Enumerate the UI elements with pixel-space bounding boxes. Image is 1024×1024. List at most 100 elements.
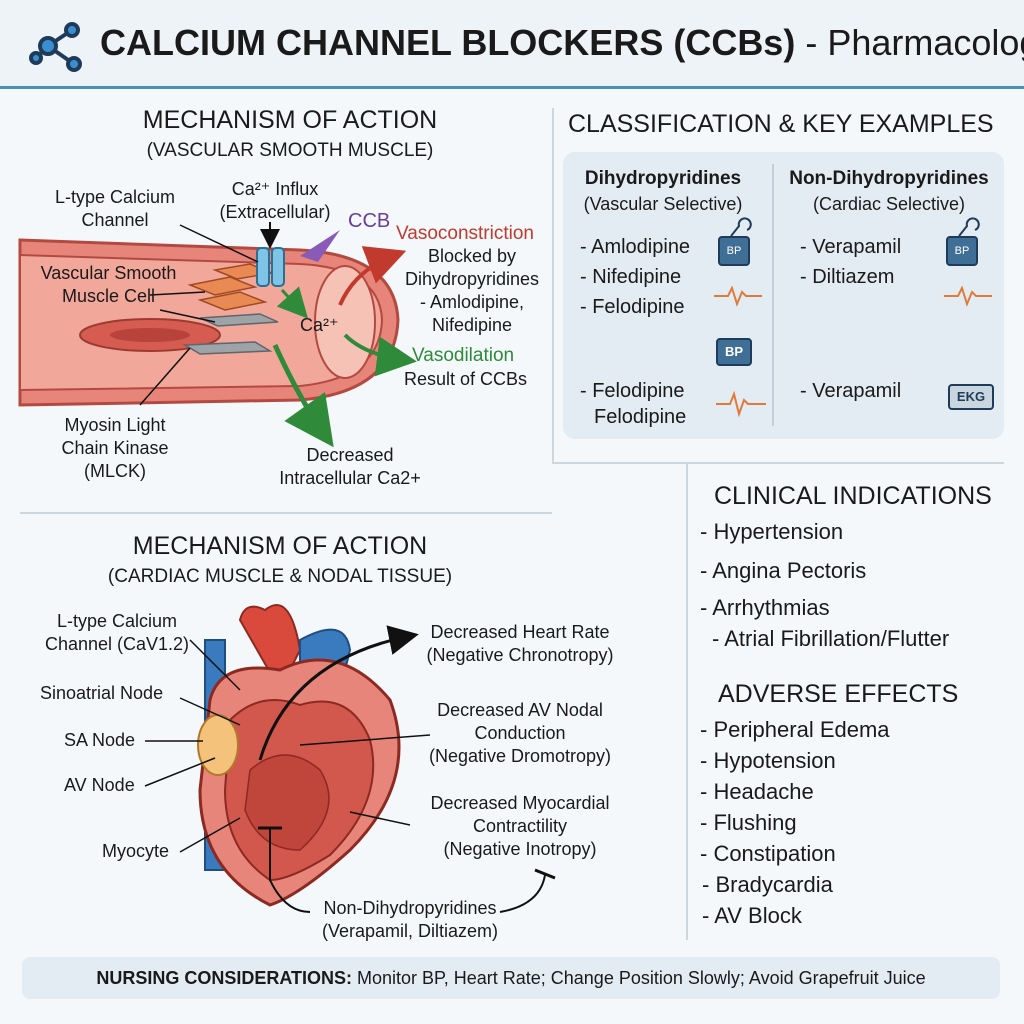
indication-item: - Angina Pectoris — [700, 558, 867, 583]
sinoatrial-leader — [179, 697, 241, 726]
divider-vertical-bottom — [686, 462, 688, 940]
heartbeat-icon — [716, 390, 766, 418]
av-node-leader — [144, 757, 216, 787]
indication-item: - Hypertension — [700, 519, 844, 544]
av-conduction-label: Decreased AV Nodal Conduction (Negative … — [428, 700, 612, 766]
ndhp-arc — [499, 874, 546, 913]
mlck-label: Myosin Light Chain Kinase (MLCK) — [61, 415, 169, 481]
heartbeat-icon — [944, 285, 992, 307]
indication-item: - Arrhythmias — [700, 595, 830, 620]
classification-heading: CLASSIFICATION & KEY EXAMPLES — [568, 110, 994, 138]
divider-horizontal-left — [20, 512, 552, 514]
heart-illustration — [197, 604, 401, 907]
av-node-label: AV Node — [64, 775, 135, 795]
ndhp-item: - Verapamil — [800, 236, 902, 258]
vsm-leader-2 — [159, 309, 216, 323]
classification-card — [563, 152, 1004, 439]
bp-monitor-icon: BP — [946, 236, 978, 266]
adverse-item: - Bradycardia — [702, 872, 833, 897]
classification-divider — [772, 164, 774, 426]
ndhp-list: - Verapamil - Diltiazem — [800, 232, 901, 292]
cardiac-l-type-label: L-type Calcium Channel (CaV1.2) — [44, 611, 190, 654]
dhp-subtitle: (Vascular Selective) — [583, 194, 743, 214]
vascular-heading: MECHANISM OF ACTION — [142, 106, 438, 134]
nursing-considerations-bar: NURSING CONSIDERATIONS: Monitor BP, Hear… — [22, 957, 1000, 999]
indication-item: - Atrial Fibrillation/Flutter — [712, 626, 950, 651]
vasodilation-arrow — [343, 333, 417, 377]
vasoconstriction-arrow — [338, 246, 407, 306]
page-title: CALCIUM CHANNEL BLOCKERS (CCBs) - Pharma… — [100, 22, 1024, 63]
ca-entry-arrow — [276, 286, 309, 319]
vsm-leader — [149, 291, 206, 296]
ndhp-bracket — [269, 828, 311, 913]
contractility-leader — [349, 811, 411, 826]
vasodilation-label: Vasodilation — [412, 345, 515, 366]
adverse-item: - Constipation — [700, 841, 836, 866]
adverse-item: - Headache — [700, 779, 814, 804]
vasoconstriction-label: Vasoconstriction — [396, 223, 534, 244]
influx-label: Ca²⁺ Influx (Extracellular) — [219, 179, 331, 222]
ndhp-item: - Diltiazem — [800, 266, 895, 288]
blocked-label: Blocked by Dihydropyridines - Amlodipine… — [404, 246, 540, 335]
ccb-wedge-icon — [300, 230, 340, 262]
dhp-list: - Amlodipine - Nifedipine - Felodipine — [580, 232, 690, 322]
divider-horizontal-right — [552, 462, 1004, 464]
av-conduction-leader — [299, 734, 431, 746]
inhibit-bar — [534, 868, 556, 880]
myocyte-leader — [179, 817, 241, 853]
ndhp-item: - Verapamil — [800, 380, 902, 402]
mlck-leader — [139, 347, 191, 406]
adverse-heading: ADVERSE EFFECTS — [718, 680, 959, 708]
heart-rate-arrow — [258, 625, 419, 761]
cuff-icon — [730, 217, 752, 237]
ccb-label: CCB — [348, 210, 391, 232]
adverse-item: - Peripheral Edema — [700, 717, 890, 742]
l-type-leader — [179, 224, 259, 263]
adverse-list: - Peripheral Edema - Hypotension - Heada… — [700, 714, 890, 931]
vsm-cell-label: Vascular Smooth Muscle Cell — [40, 263, 177, 306]
cardiac-heading: MECHANISM OF ACTION — [132, 532, 428, 560]
ndhp-label: Non-Dihydropyridines (Verapamil, Diltiaz… — [321, 898, 499, 941]
adverse-item: - Hypotension — [700, 748, 836, 773]
cuff-icon — [958, 217, 980, 237]
adverse-item: - AV Block — [702, 903, 802, 928]
heartbeat-icon — [714, 285, 762, 307]
molecule-icon — [29, 22, 82, 72]
dhp-item: - Amlodipine — [580, 236, 691, 258]
bp-monitor-icon: BP — [718, 236, 750, 266]
myosin-filaments — [182, 313, 279, 355]
bp-monitor-icon: BP — [716, 338, 752, 366]
dhp-item: Felodipine — [594, 406, 687, 428]
header-bar — [0, 0, 1024, 89]
ca-label: Ca²⁺ — [300, 315, 339, 335]
sinoatrial-label: Sinoatrial Node — [40, 683, 164, 703]
dhp-title: Dihydropyridines — [584, 168, 742, 189]
contractility-label: Decreased Myocardial Contractility (Nega… — [430, 793, 610, 859]
indications-heading: CLINICAL INDICATIONS — [714, 482, 992, 510]
ndhp-title: Non-Dihydropyridines — [789, 168, 989, 189]
dhp-item: - Felodipine — [580, 296, 685, 318]
decreased-ca-arrow — [272, 343, 334, 448]
indications-list: - Hypertension - Angina Pectoris - Arrhy… — [700, 516, 949, 654]
adverse-item: - Flushing — [700, 810, 797, 835]
result-label: Result of CCBs — [404, 369, 528, 389]
ndhp-list-2: - Verapamil — [800, 378, 901, 404]
dhp-item: - Felodipine — [580, 380, 685, 402]
vascular-subheading: (VASCULAR SMOOTH MUSCLE) — [146, 140, 434, 161]
myocyte-label: Myocyte — [102, 841, 170, 861]
decreased-ca-label: Decreased Intracellular Ca2+ — [279, 445, 421, 488]
heart-rate-label: Decreased Heart Rate (Negative Chronotro… — [426, 622, 614, 665]
l-type-label: L-type Calcium Channel — [54, 187, 176, 230]
sa-node-shape — [197, 714, 239, 776]
dhp-list-2: - Felodipine Felodipine — [580, 378, 686, 430]
dhp-item: - Nifedipine — [580, 266, 682, 288]
sa-node-label: SA Node — [64, 730, 136, 750]
divider-vertical-top — [552, 108, 554, 462]
ndhp-subtitle: (Cardiac Selective) — [812, 194, 966, 214]
cardiac-subheading: (CARDIAC MUSCLE & NODAL TISSUE) — [107, 566, 453, 587]
l-type-leader — [189, 639, 241, 691]
